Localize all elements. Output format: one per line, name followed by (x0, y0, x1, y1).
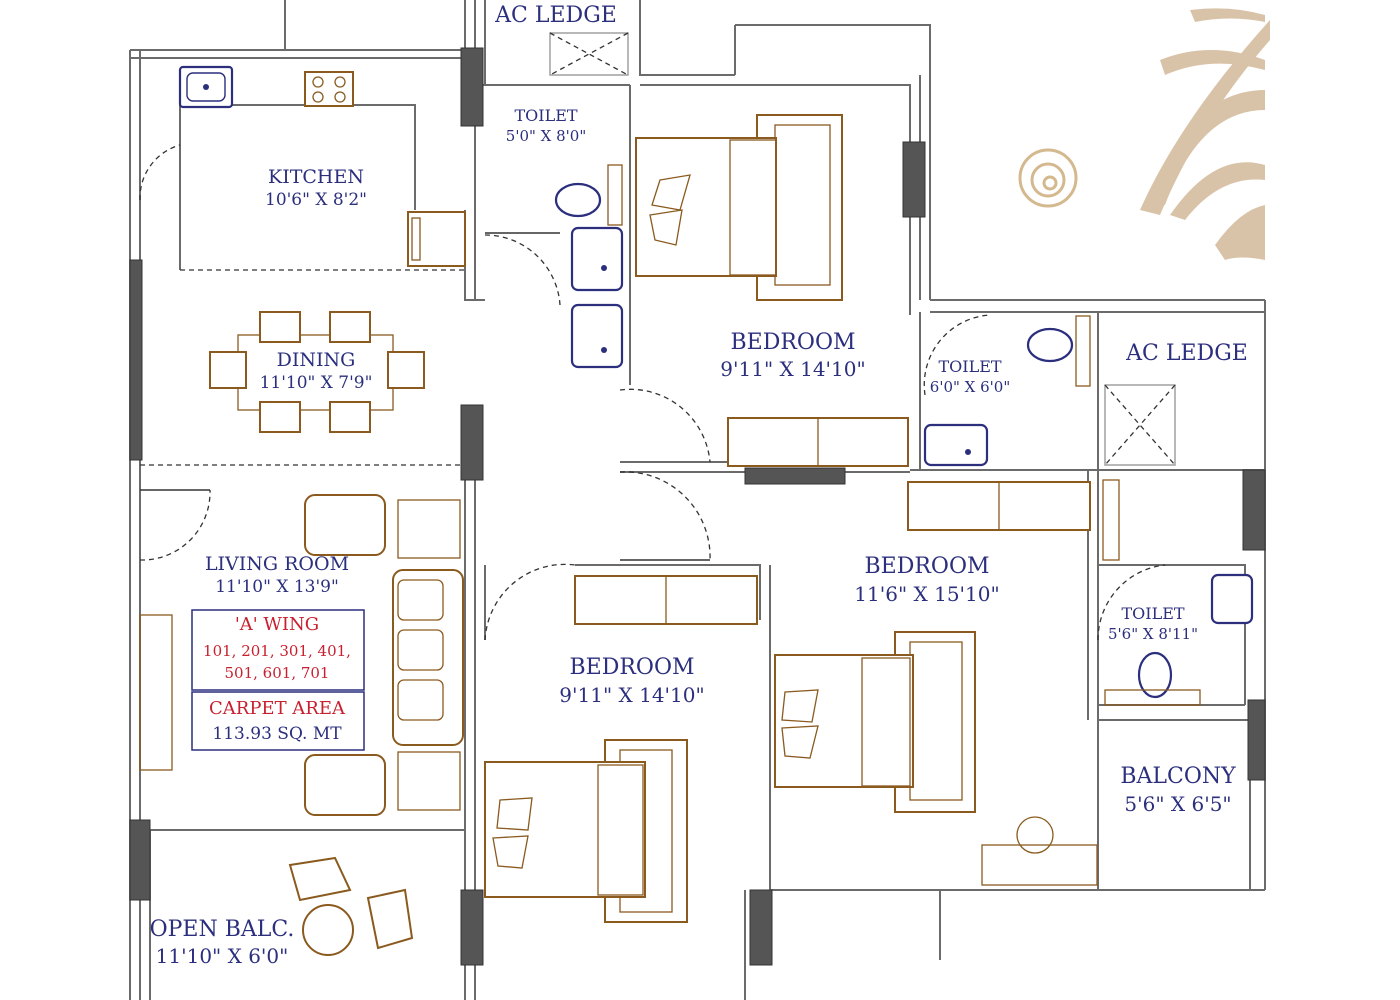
carpet-area-label: CARPET AREA (209, 698, 346, 719)
toilet-right-fixtures (1102, 479, 1254, 706)
kitchen-dims: 10'6" X 8'2" (265, 190, 367, 210)
toilet-right-dims: 5'6" X 8'11" (1108, 625, 1198, 643)
living-sofa (139, 494, 464, 816)
wing-info-box (191, 609, 365, 691)
bedroom-right-dims: 11'6" X 15'10" (854, 582, 999, 606)
bedroom-right-label: BEDROOM (864, 554, 989, 579)
walls (129, 0, 1266, 1000)
bedroom-bottom-dims: 9'11" X 14'10" (559, 683, 704, 707)
bed-top (635, 114, 843, 301)
swirl-icon (1018, 148, 1078, 208)
ac-ledge-top-label: AC LEDGE (494, 3, 617, 28)
balcony-furniture (288, 856, 414, 956)
open-balcony-label: OPEN BALC. (150, 917, 295, 942)
dining-label: DINING (277, 349, 356, 371)
kitchen-sink-icon (178, 65, 234, 109)
toilet-right-label: TOILET (1121, 604, 1184, 623)
ac-ledge-right-label: AC LEDGE (1125, 341, 1248, 366)
dining-dims: 11'10" X 7'9" (260, 373, 373, 393)
balcony-dims: 5'6" X 6'5" (1124, 792, 1231, 816)
wardrobe-bottom (574, 575, 758, 625)
dining-table (209, 311, 425, 433)
bedroom-bottom-label: BEDROOM (569, 655, 694, 680)
open-balcony-dims: 11'10" X 6'0" (156, 944, 289, 968)
structural-columns (129, 47, 1266, 966)
toilet-mid-label: TOILET (938, 357, 1001, 376)
ac-ledge-right-box (1104, 384, 1176, 466)
toilet-mid-fixtures (923, 315, 1091, 467)
carpet-area-value: 113.93 SQ. MT (212, 724, 342, 744)
kitchen-label: KITCHEN (268, 166, 364, 188)
wing-units-line2: 501, 601, 701 (225, 664, 330, 682)
bed-right (774, 631, 1098, 886)
wing-title: 'A' WING (235, 614, 319, 635)
wardrobe-right (907, 481, 1091, 531)
living-room-dims: 11'10" X 13'9" (215, 577, 339, 597)
wardrobe-top (727, 417, 909, 467)
toilet-top-label: TOILET (514, 106, 577, 125)
bed-bottom (484, 739, 688, 923)
living-room-label: LIVING ROOM (205, 553, 349, 575)
doors (139, 144, 1166, 641)
toilet-top-dims: 5'0" X 8'0" (506, 127, 586, 145)
fridge-icon (407, 211, 466, 267)
decorative-leaf-graphic (1140, 8, 1270, 260)
stove-icon (304, 71, 354, 107)
ac-ledge-top-box (549, 32, 629, 76)
bedroom-top-label: BEDROOM (730, 330, 855, 355)
wing-units-line1: 101, 201, 301, 401, (203, 642, 351, 660)
bedroom-top-dims: 9'11" X 14'10" (720, 357, 865, 381)
toilet-mid-dims: 6'0" X 6'0" (930, 378, 1010, 396)
carpet-area-box (191, 691, 365, 751)
balcony-label: BALCONY (1120, 764, 1236, 789)
toilet-top-fixtures (554, 164, 624, 369)
